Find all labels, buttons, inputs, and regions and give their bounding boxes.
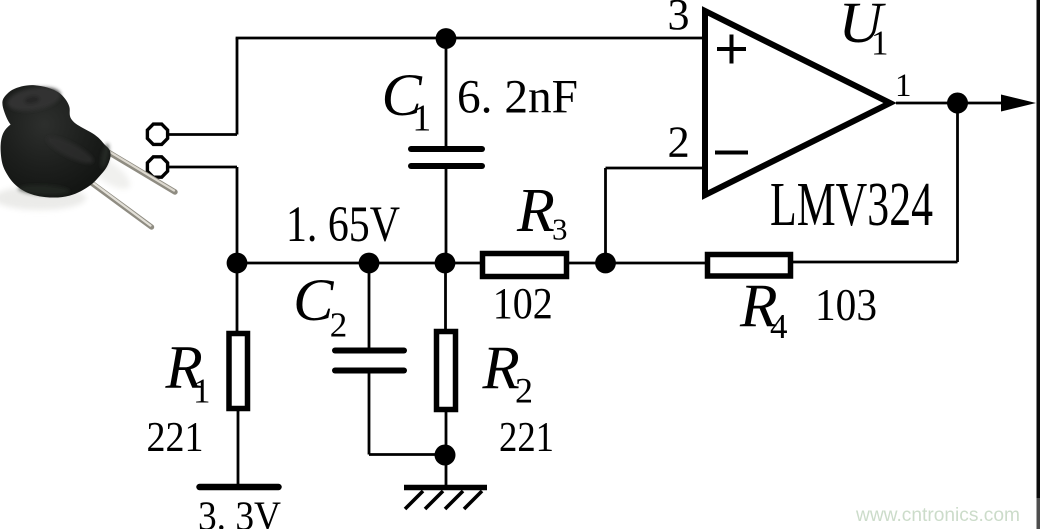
- svg-text:2: 2: [668, 117, 690, 167]
- svg-text:C: C: [293, 267, 334, 334]
- svg-text:U: U: [839, 0, 887, 55]
- svg-text:www.cntronics.com: www.cntronics.com: [855, 504, 1020, 526]
- svg-text:103: 103: [815, 280, 877, 330]
- svg-text:3: 3: [552, 212, 568, 247]
- svg-text:4: 4: [770, 307, 788, 346]
- svg-text:6. 2nF: 6. 2nF: [457, 71, 578, 124]
- svg-text:LMV324: LMV324: [770, 169, 933, 239]
- svg-text:R: R: [739, 272, 778, 340]
- svg-text:2: 2: [515, 370, 533, 410]
- svg-text:1: 1: [193, 372, 211, 411]
- svg-text:R: R: [516, 177, 555, 245]
- svg-text:R: R: [165, 335, 203, 402]
- svg-text:2: 2: [330, 306, 348, 345]
- svg-text:3. 3V: 3. 3V: [198, 493, 281, 529]
- svg-text:102: 102: [493, 278, 553, 328]
- svg-text:1: 1: [895, 68, 912, 104]
- svg-text:1: 1: [871, 24, 889, 63]
- svg-text:1. 65V: 1. 65V: [286, 197, 400, 253]
- svg-text:R: R: [482, 335, 520, 402]
- svg-text:C: C: [382, 62, 423, 129]
- svg-text:221: 221: [499, 415, 554, 461]
- svg-text:1: 1: [412, 97, 431, 139]
- svg-text:3: 3: [668, 0, 690, 39]
- svg-text:221: 221: [147, 415, 204, 461]
